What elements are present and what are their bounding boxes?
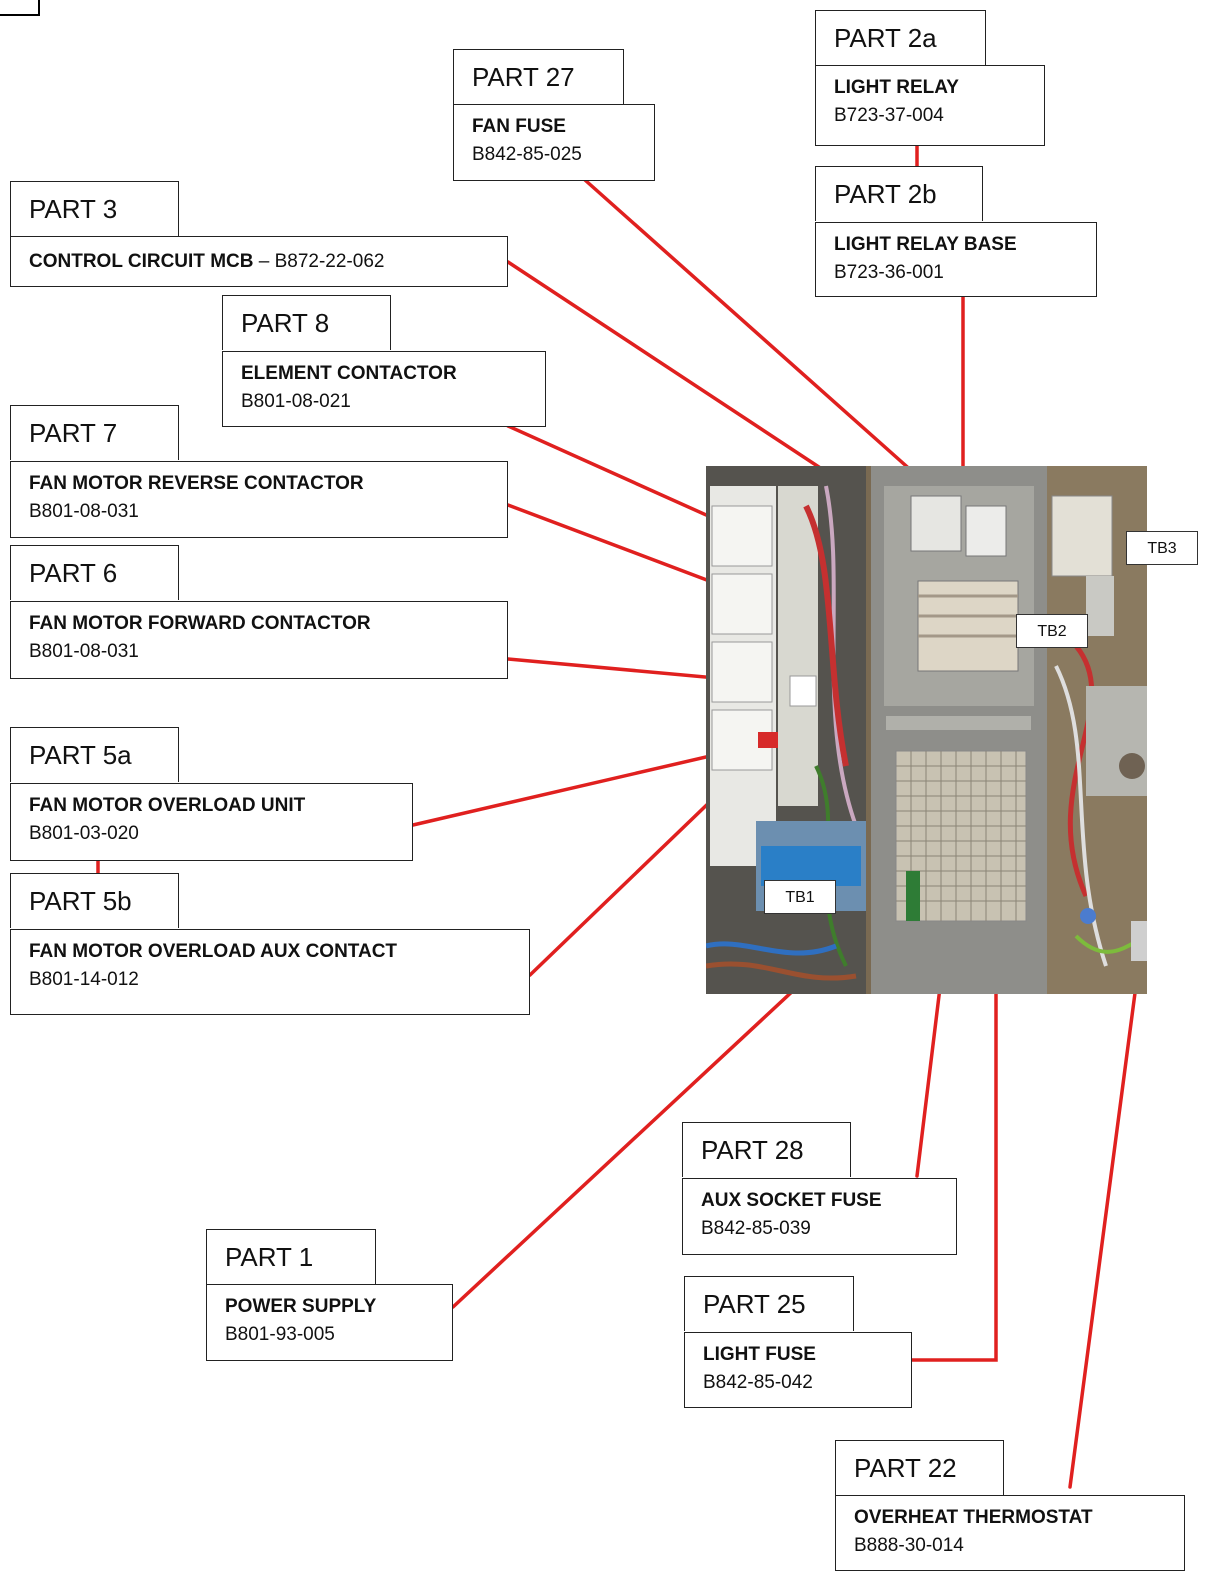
part-2a-number: PART 2a [815, 10, 986, 65]
part-8-number: PART 8 [222, 295, 391, 350]
part-6-box: FAN MOTOR FORWARD CONTACTOR B801-08-031 [10, 601, 508, 679]
part-6-number: PART 6 [10, 545, 179, 600]
part-2b-name: LIGHT RELAY BASE [834, 231, 1084, 259]
part-5a-number: PART 5a [10, 727, 179, 782]
part-22-code: B888-30-014 [854, 1532, 1172, 1560]
part-3-name: CONTROL CIRCUIT MCB [29, 251, 253, 272]
part-5a-code: B801-03-020 [29, 820, 400, 848]
part-2b-code: B723-36-001 [834, 259, 1084, 287]
part-28-name: AUX SOCKET FUSE [701, 1187, 944, 1215]
control-panel-photo [706, 466, 1147, 994]
part-22-name: OVERHEAT THERMOSTAT [854, 1504, 1172, 1532]
part-7-code: B801-08-031 [29, 498, 495, 526]
part-8-code: B801-08-021 [241, 388, 533, 416]
part-6-code: B801-08-031 [29, 638, 495, 666]
part-25-box: LIGHT FUSE B842-85-042 [684, 1332, 912, 1408]
part-5a-box: FAN MOTOR OVERLOAD UNIT B801-03-020 [10, 783, 413, 861]
part-2a-code: B723-37-004 [834, 102, 1032, 130]
part-1-code: B801-93-005 [225, 1321, 440, 1349]
part-8-name: ELEMENT CONTACTOR [241, 360, 533, 388]
part-25-code: B842-85-042 [703, 1369, 899, 1397]
part-27-name: FAN FUSE [472, 113, 642, 141]
leader-part-22 [1070, 955, 1140, 1487]
part-28-code: B842-85-039 [701, 1215, 944, 1243]
part-6-name: FAN MOTOR FORWARD CONTACTOR [29, 610, 495, 638]
part-5b-code: B801-14-012 [29, 966, 517, 994]
part-1-number: PART 1 [206, 1229, 376, 1284]
part-28-box: AUX SOCKET FUSE B842-85-039 [682, 1178, 957, 1255]
part-28-number: PART 28 [682, 1122, 851, 1177]
part-22-box: OVERHEAT THERMOSTAT B888-30-014 [835, 1495, 1185, 1571]
tb1-label: TB1 [764, 880, 836, 914]
part-25-name: LIGHT FUSE [703, 1341, 899, 1369]
tb3-label: TB3 [1126, 531, 1198, 565]
part-5b-number: PART 5b [10, 873, 179, 928]
part-25-number: PART 25 [684, 1276, 854, 1331]
part-2a-box: LIGHT RELAY B723-37-004 [815, 65, 1045, 146]
tb2-label: TB2 [1016, 614, 1088, 648]
part-27-code: B842-85-025 [472, 141, 642, 169]
part-3-code: B872-22-062 [275, 251, 385, 272]
part-22-number: PART 22 [835, 1440, 1004, 1495]
part-1-name: POWER SUPPLY [225, 1293, 440, 1321]
part-2b-box: LIGHT RELAY BASE B723-36-001 [815, 222, 1097, 297]
part-7-box: FAN MOTOR REVERSE CONTACTOR B801-08-031 [10, 461, 508, 538]
part-5a-name: FAN MOTOR OVERLOAD UNIT [29, 792, 400, 820]
part-3-number: PART 3 [10, 181, 179, 236]
part-3-separator: – [253, 251, 274, 272]
part-7-name: FAN MOTOR REVERSE CONTACTOR [29, 470, 495, 498]
part-2a-name: LIGHT RELAY [834, 74, 1032, 102]
part-8-box: ELEMENT CONTACTOR B801-08-021 [222, 351, 546, 427]
part-27-number: PART 27 [453, 49, 624, 104]
part-3-box: CONTROL CIRCUIT MCB – B872-22-062 [10, 236, 508, 287]
part-5b-name: FAN MOTOR OVERLOAD AUX CONTACT [29, 938, 517, 966]
part-5b-box: FAN MOTOR OVERLOAD AUX CONTACT B801-14-0… [10, 929, 530, 1015]
part-2b-number: PART 2b [815, 166, 983, 221]
part-1-box: POWER SUPPLY B801-93-005 [206, 1284, 453, 1361]
part-27-box: FAN FUSE B842-85-025 [453, 104, 655, 181]
part-7-number: PART 7 [10, 405, 179, 460]
